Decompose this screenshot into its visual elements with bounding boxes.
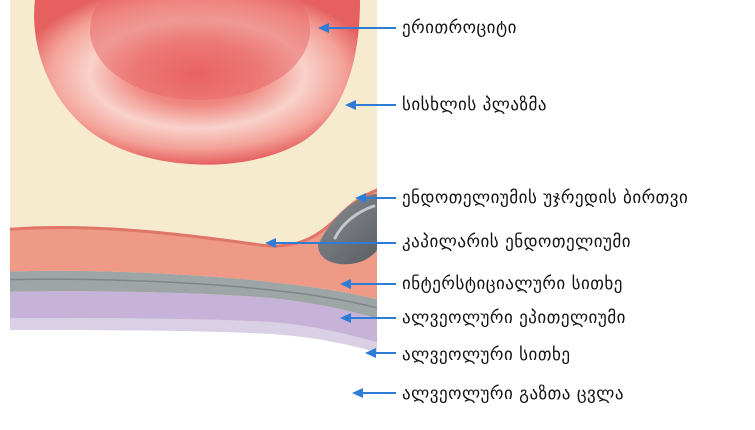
alveolar-air-region [0, 330, 390, 430]
label-alveolar-fluid: ალვეოლური სითხე [402, 345, 570, 365]
label-capillary-endothelium: კაპილარის ენდოთელიუმი [402, 232, 631, 252]
label-alveolar-air-space: ალვეოლური გაზთა ცვლა [402, 384, 624, 404]
label-endothelial-nucleus: ენდოთელიუმის უჯრედის ბირთვი [402, 188, 688, 208]
label-erythrocyte: ერითროციტი [402, 18, 517, 38]
label-alveolar-epithelium: ალვეოლური ეპითელიუმი [402, 308, 626, 328]
label-blood-plasma: სისხლის პლაზმა [402, 95, 547, 115]
label-interstitial-fluid: ინტერსტიციალური სითხე [402, 274, 623, 294]
